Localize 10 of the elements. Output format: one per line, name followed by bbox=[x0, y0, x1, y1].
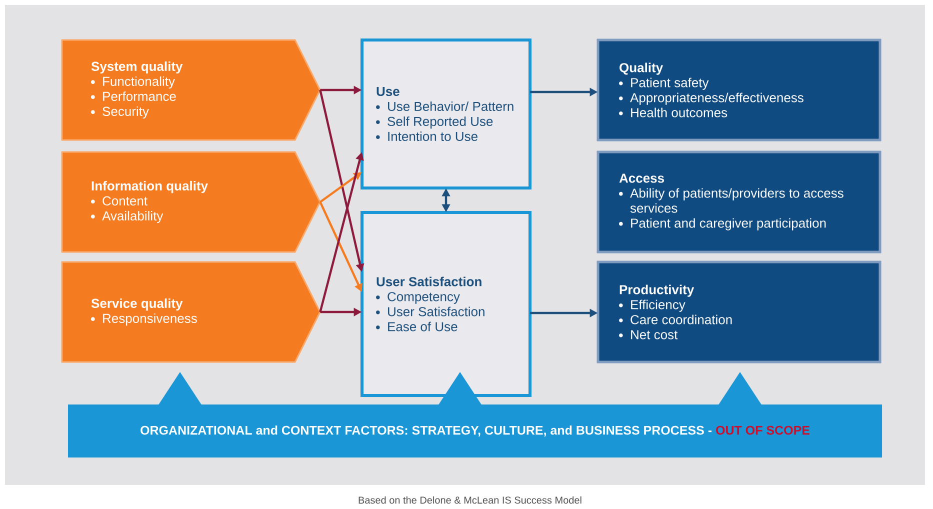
factors-banner: ORGANIZATIONAL and CONTEXT FACTORS: STRATEGY, CULTURE, and BUSINESS PROCESS - OUT OF SCOPE bbox=[68, 372, 882, 458]
benefit-box: Access Ability of patients/providers to access services Patient and caregiver participation bbox=[596, 150, 882, 254]
benefit-box: Quality Patient safety Appropriateness/effectiveness Health outcomes bbox=[596, 38, 882, 142]
caption: Based on the Delone & McLean IS Success Model bbox=[358, 496, 582, 504]
outcome-box: Use Use Behavior/ Pattern Self Reported Use Intention to Use bbox=[360, 38, 532, 190]
quality-panel: System quality Functionality Performance Security bbox=[61, 39, 321, 141]
quality-panel: Information quality Content Availability bbox=[61, 151, 321, 253]
quality-panel: Service quality Responsiveness bbox=[61, 261, 321, 363]
benefit-box: Productivity Efficiency Care coordination Net cost bbox=[596, 260, 882, 364]
outcome-box: User Satisfaction Competency User Satisfaction Ease of Use bbox=[360, 211, 532, 397]
